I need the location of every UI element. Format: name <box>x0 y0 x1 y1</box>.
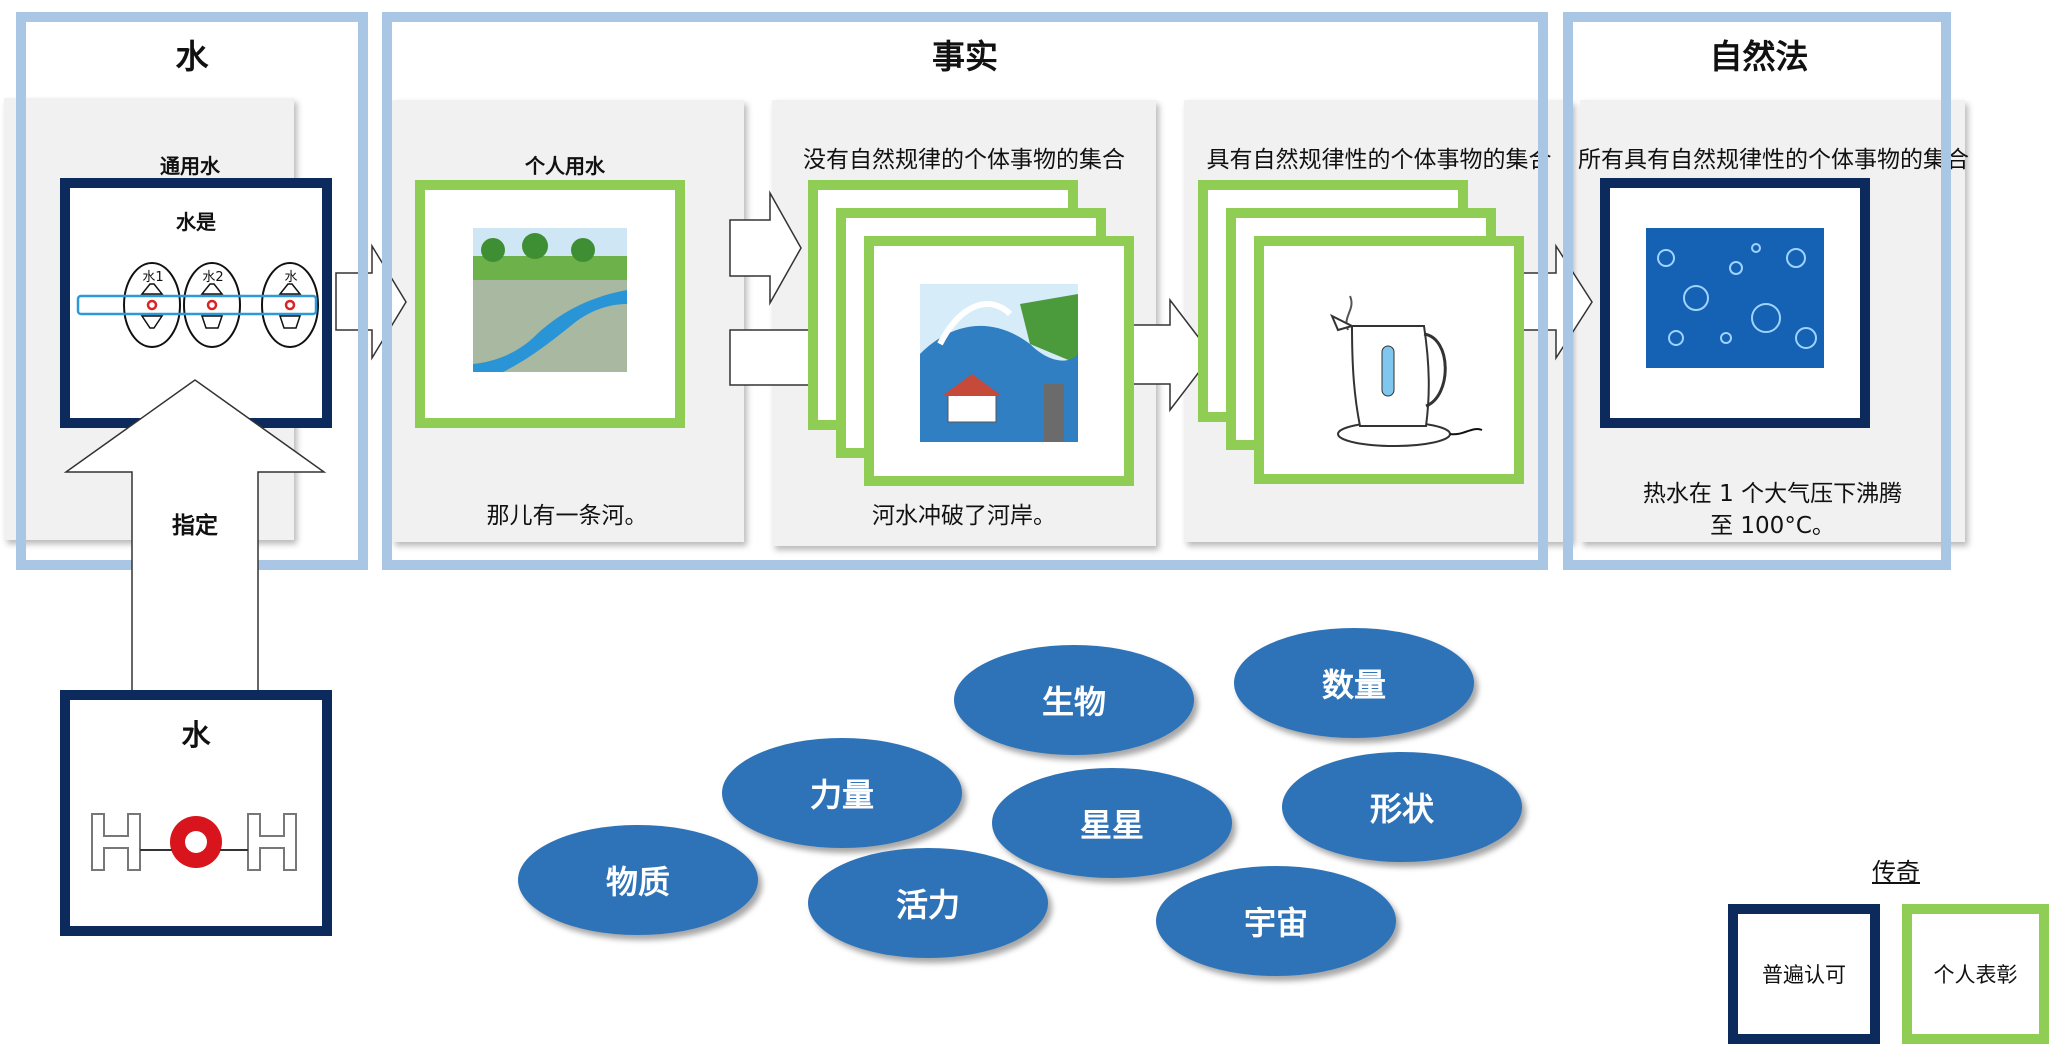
river-icon <box>473 228 627 372</box>
designate-label: 指定 <box>172 513 218 539</box>
concept-universe: 宇宙 <box>1156 866 1396 976</box>
individual-water-label: 个人用水 <box>525 154 605 178</box>
concept-matter: 物质 <box>518 825 758 935</box>
set-without-law-label: 没有自然规律的个体事物的集合 <box>803 147 1125 173</box>
natural-law-caption-line1: 热水在 1 个大气压下沸腾 <box>1642 481 1903 507</box>
flood-icon <box>920 284 1078 442</box>
natural-law-caption-line2: 至 100°C。 <box>1710 513 1835 539</box>
concept-shape: 形状 <box>1282 752 1522 862</box>
set-with-law-label: 具有自然规律性的个体事物的集合 <box>1206 147 1552 173</box>
legend-universal-box: 普遍认可 <box>1728 904 1880 1044</box>
natural-law-caption: 热水在 1 个大气压下沸腾 至 100°C。 <box>1580 478 1965 542</box>
legend-personal-box: 个人表彰 <box>1902 904 2049 1044</box>
natural-law-label: 所有具有自然规律性的个体事物的集合 <box>1578 147 1969 173</box>
section-frame-natural-law <box>1563 12 1951 570</box>
arrow-p2-p3-upper <box>729 190 802 306</box>
kettle-card-front <box>1254 236 1524 484</box>
oval-label-2: 水2 <box>202 270 224 285</box>
water-is-label: 水是 <box>176 210 216 234</box>
legend-universal-label: 普遍认可 <box>1762 963 1846 987</box>
water-molecule-title: 水 <box>181 718 211 752</box>
river-image-frame <box>415 180 685 428</box>
flood-caption: 河水冲破了河岸。 <box>872 503 1056 529</box>
bubbles-image-frame <box>1600 178 1870 428</box>
concept-vitality: 活力 <box>808 848 1048 958</box>
bubbles-icon <box>1646 228 1824 368</box>
section-frame-facts <box>382 12 1548 570</box>
section-title-water: 水 <box>175 37 209 76</box>
flood-card-front <box>864 236 1134 486</box>
section-title-facts: 事实 <box>932 37 998 76</box>
concept-stars: 星星 <box>992 768 1232 878</box>
universal-water-label: 通用水 <box>160 154 220 178</box>
concept-quantity: 数量 <box>1234 628 1474 738</box>
water-molecule-box: 水 <box>60 690 332 936</box>
oval-label-1: 水1 <box>142 270 164 285</box>
oval-label-3: 水 <box>284 270 298 285</box>
concept-force: 力量 <box>722 738 962 848</box>
water-ovals-diagram <box>76 262 319 348</box>
section-title-natural-law: 自然法 <box>1709 37 1809 76</box>
kettle-icon <box>1330 295 1483 447</box>
river-caption: 那儿有一条河。 <box>486 503 648 529</box>
h2o-molecule-icon <box>91 813 297 871</box>
legend-personal-label: 个人表彰 <box>1933 963 2018 987</box>
arrow-p3-p4 <box>1131 297 1213 413</box>
concept-living-things: 生物 <box>954 645 1194 755</box>
legend-title: 传奇 <box>1872 858 1920 886</box>
